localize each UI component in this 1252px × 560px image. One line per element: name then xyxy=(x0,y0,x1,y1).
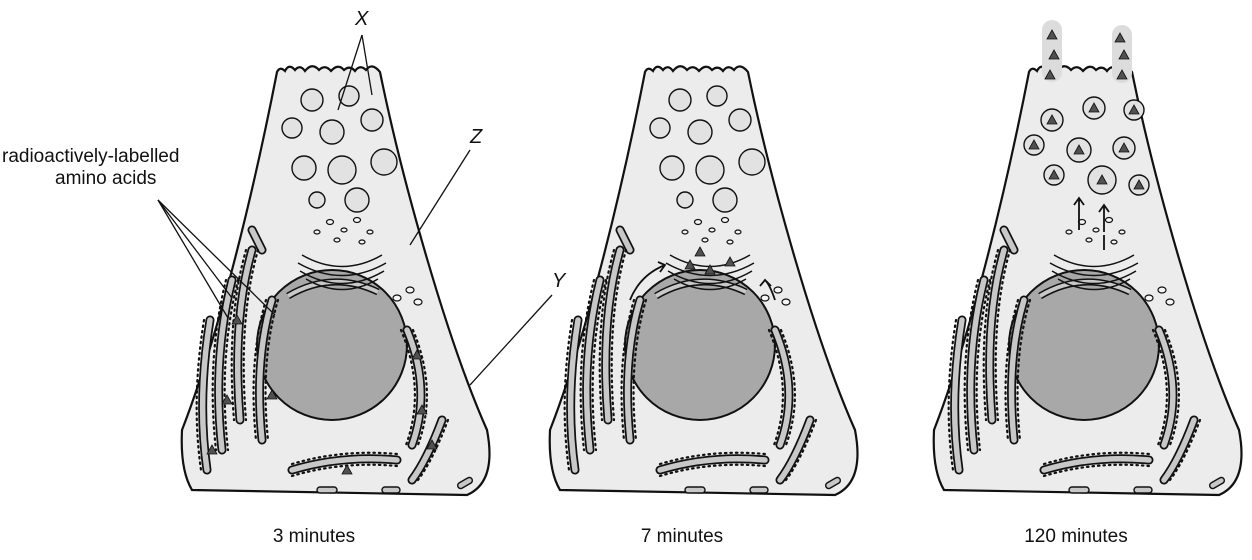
label-y: Y xyxy=(552,270,565,293)
cell-120-minutes xyxy=(934,20,1242,495)
label-amino-acids-line2: amino acids xyxy=(55,168,156,190)
caption-7-minutes: 7 minutes xyxy=(582,526,782,548)
label-z: Z xyxy=(470,126,482,149)
label-amino-acids-line1: radioactively-labelled xyxy=(2,146,179,168)
cell-3-minutes xyxy=(182,66,490,495)
caption-3-minutes: 3 minutes xyxy=(214,526,414,548)
caption-120-minutes: 120 minutes xyxy=(976,526,1176,548)
label-x: X xyxy=(355,8,368,31)
cell-7-minutes xyxy=(550,66,858,495)
